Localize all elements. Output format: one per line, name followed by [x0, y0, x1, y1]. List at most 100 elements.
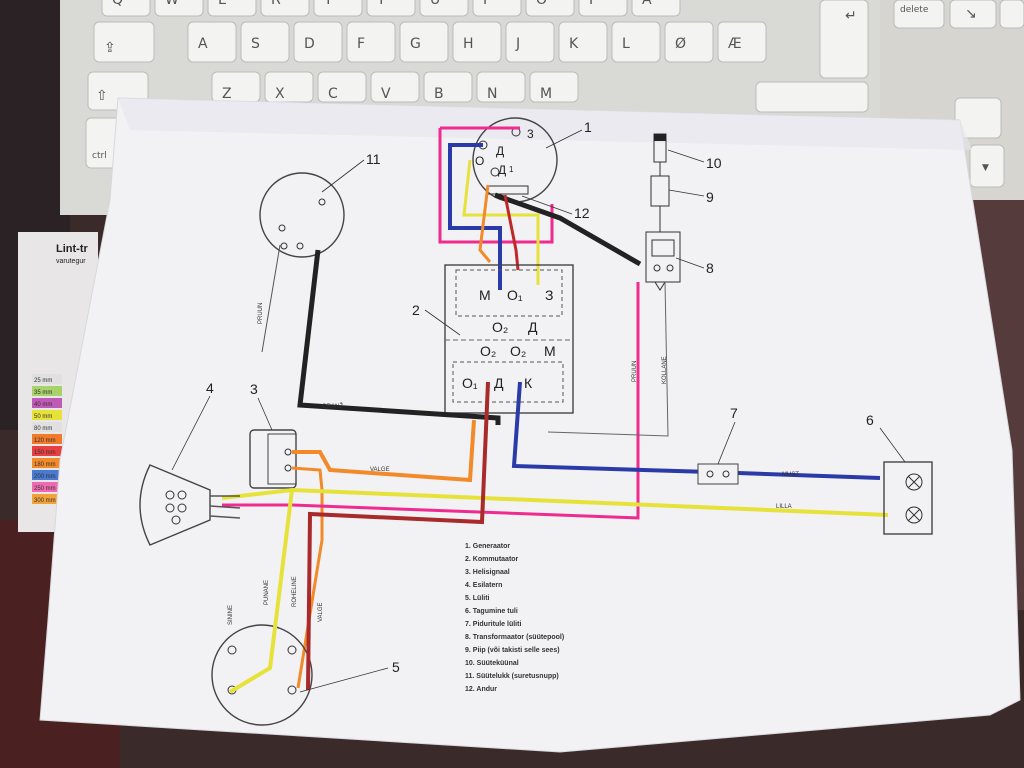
size-swatch [32, 470, 62, 480]
paper-sheet [39, 97, 1021, 753]
thin-brown-wire [547, 281, 669, 437]
key-s[interactable] [240, 21, 290, 63]
size-label: 180 mm [34, 462, 56, 468]
blue-rear-wire [511, 381, 881, 480]
headlight-component [139, 464, 211, 546]
key-q[interactable] [101, 0, 151, 17]
legend-item: 4. Esilatern [465, 582, 502, 589]
size-label: 300 mm [34, 498, 56, 504]
wire-label-pruun2: PRUUN [632, 361, 638, 382]
size-swatch [32, 494, 62, 504]
key-label: B [434, 86, 444, 102]
key-ø[interactable] [664, 21, 714, 63]
pruun-thin-wire [261, 244, 281, 353]
svg-text:О₂: О₂ [510, 343, 526, 359]
brake-switch-component [697, 463, 739, 485]
wire-label-valge2: VALGE [318, 602, 324, 622]
key-å[interactable] [631, 0, 681, 17]
key-j[interactable] [505, 21, 555, 63]
svg-text:⇧: ⇧ [96, 88, 108, 104]
arrow-down-key[interactable] [969, 144, 1005, 188]
size-swatch [32, 410, 62, 420]
legend-item: 1. Generaator [465, 543, 510, 550]
wire-labels: PRUUN ORANŽ VALGE PRUUN KOLLANE MUST LIL… [228, 303, 799, 625]
arrow-up-key[interactable] [954, 97, 1002, 139]
key-i[interactable] [472, 0, 522, 17]
svg-text:Д: Д [498, 163, 506, 177]
caps-key[interactable] [93, 21, 155, 63]
key-r[interactable] [260, 0, 310, 17]
wire-label-valge: VALGE [370, 467, 390, 473]
label-5: 5 [392, 659, 400, 675]
key-label: Ø [675, 36, 686, 52]
yellow-generator-wire [462, 159, 540, 285]
key-t[interactable] [313, 0, 363, 17]
label-8: 8 [706, 260, 714, 276]
svg-text:3: 3 [527, 127, 534, 141]
svg-text:О₂: О₂ [480, 343, 496, 359]
key-y[interactable] [366, 0, 416, 17]
size-label: 25 mm [34, 378, 52, 384]
key-a[interactable] [187, 21, 237, 63]
card-subtitle: varutegur [56, 258, 86, 265]
key-f[interactable] [346, 21, 396, 63]
key-h[interactable] [452, 21, 502, 63]
card-title: Lint-tr [56, 243, 88, 255]
delete-key[interactable] [893, 0, 945, 29]
key-n[interactable] [476, 71, 526, 103]
size-label: 80 mm [34, 426, 52, 432]
headlight-wires [209, 495, 241, 519]
arrow-right-key[interactable] [949, 0, 997, 29]
key-x[interactable] [264, 71, 314, 103]
svg-text:О₁: О₁ [462, 375, 478, 391]
delete-key-label: delete [900, 5, 929, 15]
size-label: 150 mm [34, 450, 56, 456]
return-key[interactable] [819, 0, 869, 79]
size-swatch [32, 458, 62, 468]
size-swatch [32, 398, 62, 408]
key-æ[interactable] [717, 21, 767, 63]
legend-item: 3. Helisignaal [465, 569, 510, 576]
key-e[interactable] [207, 0, 257, 17]
key-label: D [304, 36, 315, 52]
key-m[interactable] [529, 71, 579, 103]
key-p[interactable] [578, 0, 628, 17]
size-swatch [32, 386, 62, 396]
legend-item: 9. Piip (või takisti selle sees) [465, 647, 560, 654]
key-label: N [487, 86, 497, 102]
horn-component [249, 429, 297, 489]
component-number-labels: 1 2 3 4 5 6 7 8 9 10 11 12 [206, 119, 874, 675]
size-swatch [32, 374, 62, 384]
key-o[interactable] [525, 0, 575, 17]
key-label: Æ [728, 36, 742, 52]
legend-item: 10. Süüteküünal [465, 660, 519, 667]
key-label: C [328, 86, 338, 102]
svg-text:М: М [479, 287, 491, 303]
legend-item: 12. Andur [465, 686, 497, 693]
black-lock-wire [297, 249, 501, 425]
key-g[interactable] [399, 21, 449, 63]
key-w[interactable] [154, 0, 204, 17]
key-k[interactable] [558, 21, 608, 63]
key-label: E [218, 0, 227, 8]
key-z[interactable] [211, 71, 261, 103]
arrow-key[interactable] [999, 0, 1024, 29]
spacebar-area[interactable] [755, 81, 869, 113]
key-v[interactable] [370, 71, 420, 103]
switch-component [211, 624, 313, 726]
key-label: W [165, 0, 179, 8]
size-swatch [32, 434, 62, 444]
key-l[interactable] [611, 21, 661, 63]
key-d[interactable] [293, 21, 343, 63]
label-11: 11 [366, 151, 381, 167]
svg-text:⇪: ⇪ [104, 40, 116, 56]
svg-text:О₂: О₂ [492, 319, 508, 335]
key-label: A [198, 36, 208, 52]
ctrl-key-label: ctrl [92, 151, 107, 161]
key-b[interactable] [423, 71, 473, 103]
key-label: F [357, 36, 365, 52]
key-u[interactable] [419, 0, 469, 17]
key-c[interactable] [317, 71, 367, 103]
key-label: P [589, 0, 597, 8]
